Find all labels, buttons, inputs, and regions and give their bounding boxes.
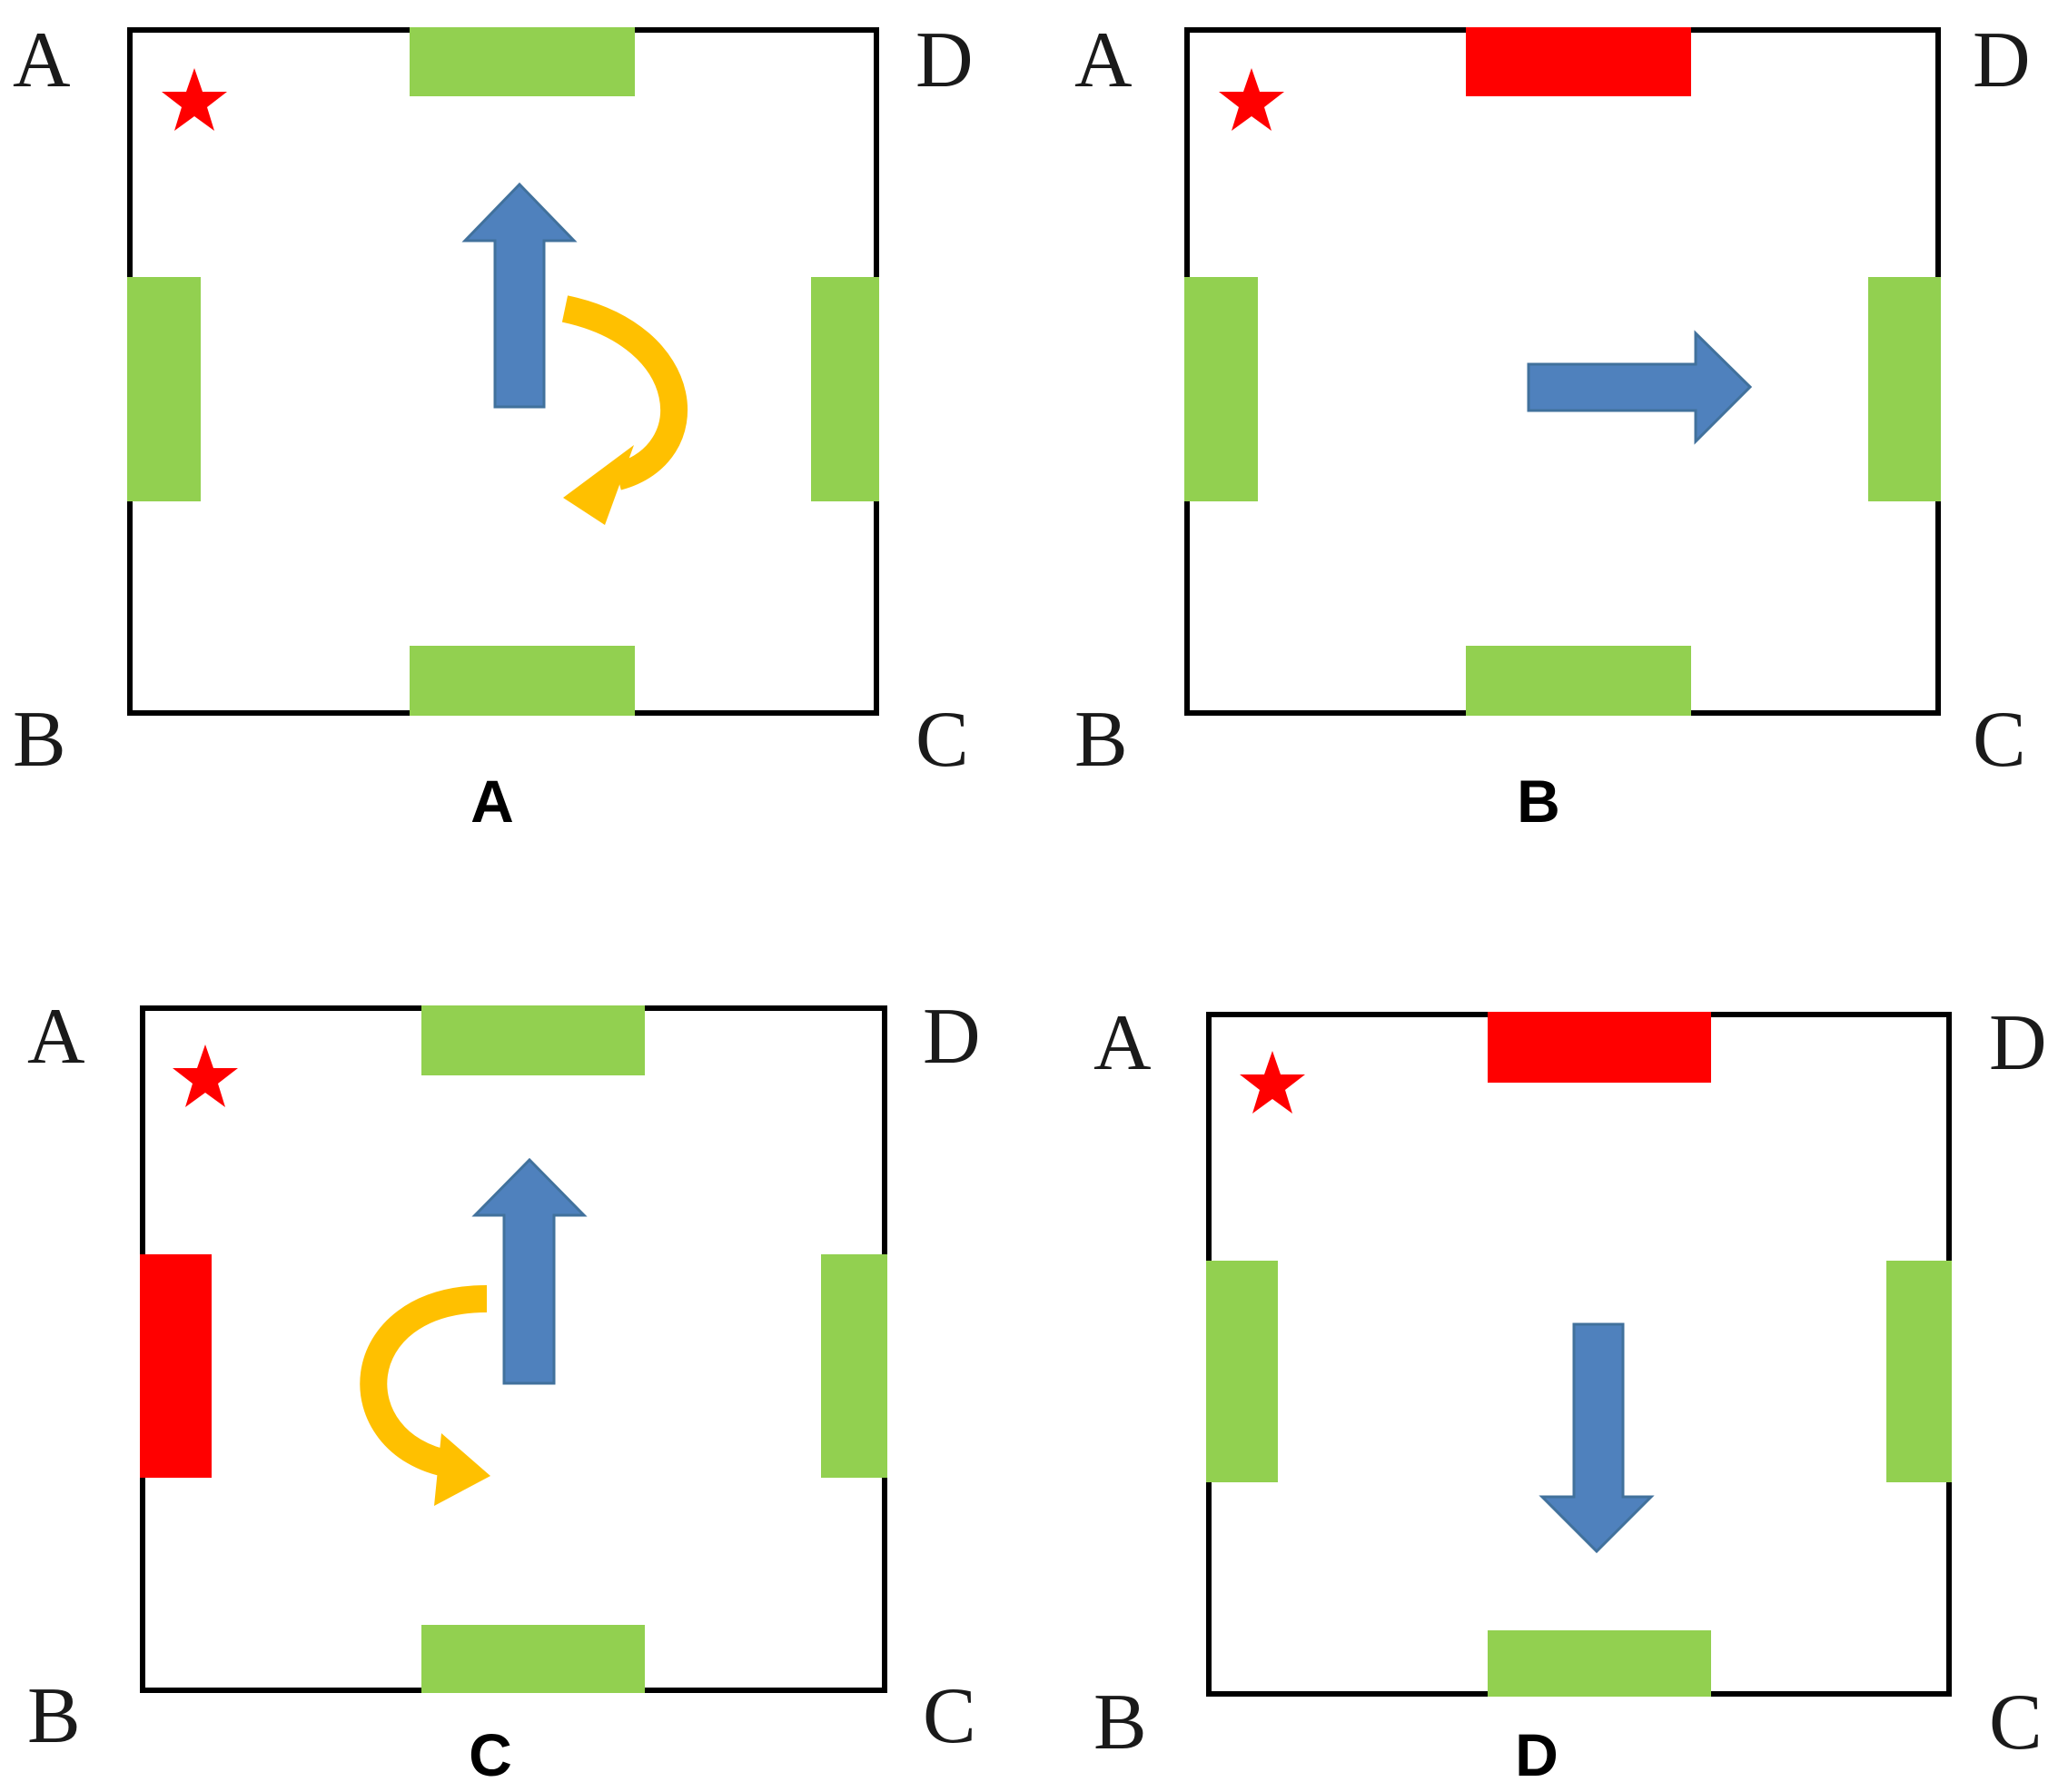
corner-label-bl: B [1074,696,1128,784]
door-right-open [1886,1261,1952,1482]
corner-label-tr: D [1989,999,2047,1087]
door-top-closed [1488,1012,1711,1083]
turn-arrow-icon [561,295,688,525]
panel-d: A B C D D [1093,999,2047,1788]
panel-a: A B C D A [13,16,974,835]
target-star-icon [1240,1051,1305,1114]
door-bottom-open [1488,1630,1711,1697]
corner-label-br: C [1973,696,2026,784]
door-left-open [1206,1261,1278,1482]
corner-label-br: C [1989,1678,2043,1767]
door-left-closed [140,1254,212,1478]
door-bottom-open [410,646,635,716]
door-right-open [811,277,879,501]
corner-label-tl: A [1093,999,1152,1087]
movement-arrow-icon [461,182,578,409]
corner-label-bl: B [1093,1678,1147,1767]
corner-label-tr: D [1973,16,2031,104]
door-right-open [821,1254,887,1478]
corner-label-bl: B [13,696,66,784]
corner-label-tr: D [915,16,974,104]
corner-label-br: C [923,1672,976,1760]
panel-b: A B C D B [1074,16,2031,835]
door-bottom-open [1466,646,1691,716]
door-left-open [1184,277,1258,501]
panel-caption: D [1515,1721,1558,1788]
door-top-closed [1466,27,1691,96]
door-right-open [1868,277,1941,501]
movement-arrow-icon [471,1157,588,1385]
panel-caption: A [470,767,514,835]
panel-c: A B C D C [27,993,981,1788]
door-top-open [410,27,635,96]
corner-label-tr: D [923,993,981,1081]
door-top-open [421,1005,645,1075]
door-bottom-open [421,1625,645,1693]
door-left-open [127,277,201,501]
target-star-icon [173,1045,238,1107]
panel-caption: C [469,1721,512,1788]
corner-label-tl: A [27,993,85,1081]
turn-arrow-icon [360,1285,490,1506]
corner-label-bl: B [27,1672,81,1760]
corner-label-tl: A [1074,16,1133,104]
movement-arrow-icon [1527,330,1753,445]
corner-label-br: C [915,696,969,784]
target-star-icon [162,68,227,131]
target-star-icon [1219,68,1284,131]
corner-label-tl: A [13,16,71,104]
panel-caption: B [1517,767,1560,835]
movement-arrow-icon [1539,1322,1655,1554]
